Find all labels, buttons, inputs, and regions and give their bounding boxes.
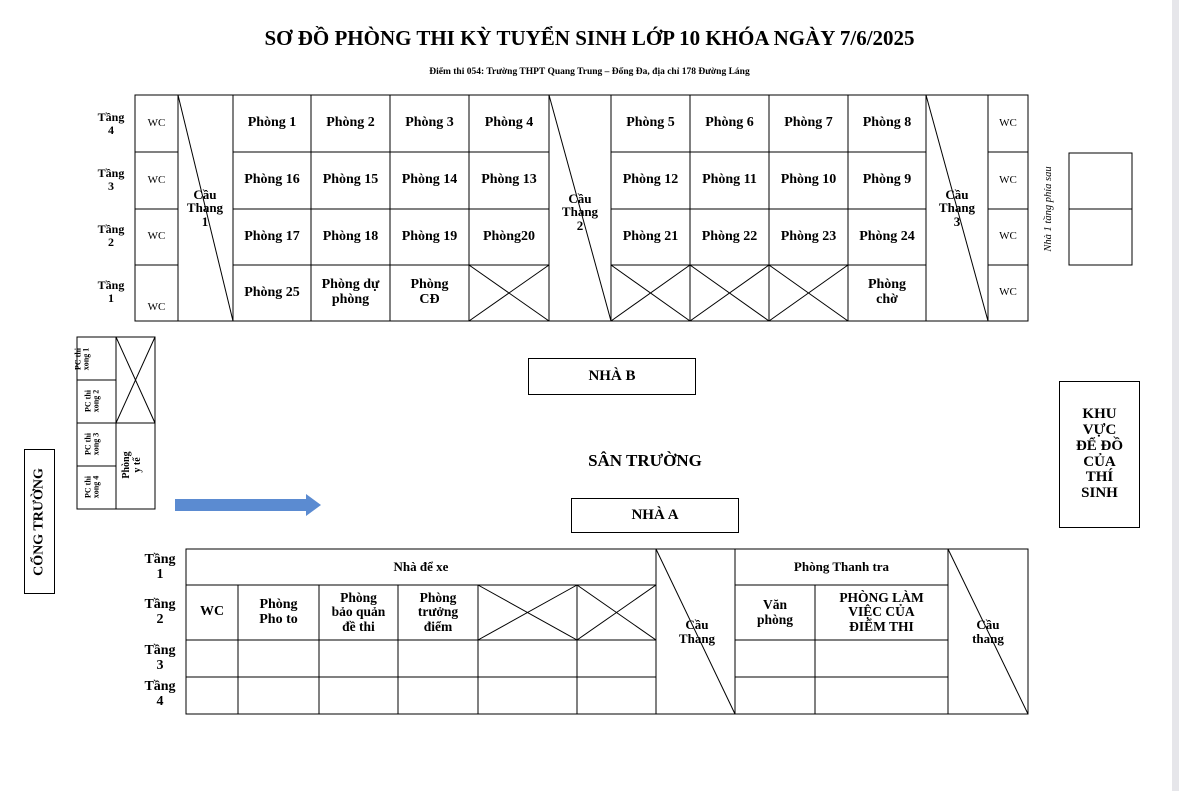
room-9: Phòng 9: [862, 172, 912, 188]
room-20: Phòng20: [482, 228, 536, 244]
room-22: Phòng 22: [701, 228, 758, 244]
room-waiting: Phòng chờ: [867, 277, 907, 307]
floor-label-b3: Tầng 3: [97, 166, 125, 193]
room-2: Phòng 2: [326, 115, 375, 131]
exam-storage-room: Phòng bảo quản đề thi: [331, 590, 386, 634]
pc-finish-1: PC thi xong 1: [73, 347, 91, 371]
building-b-outline: [134, 94, 1029, 322]
office-room: Văn phòng: [756, 597, 794, 627]
room-23: Phòng 23: [780, 228, 837, 244]
floor-label-a1: Tầng 1: [144, 552, 176, 582]
room-3: Phòng 3: [405, 115, 454, 131]
stair-2: Cầu Thang 2: [561, 190, 599, 233]
medical-room: Phòng y tế: [121, 451, 143, 479]
stair-3: Cầu Thang 3: [938, 186, 976, 229]
room-10: Phòng 10: [780, 172, 837, 188]
room-5: Phòng 5: [626, 115, 675, 131]
room-24: Phòng 24: [859, 228, 915, 244]
floor-label-b1: Tầng 1: [97, 278, 125, 305]
inspection-room: Phòng Thanh tra: [793, 559, 890, 575]
site-work-room: PHÒNG LÀM VIỆC CỦA ĐIỂM THI: [839, 590, 924, 634]
room-reserve: Phòng dự phòng: [321, 277, 380, 307]
school-gate: CỔNG TRƯỜNG: [31, 468, 47, 576]
room-25: Phòng 25: [244, 284, 300, 300]
room-19: Phòng 19: [401, 228, 458, 244]
pc-finish-3: PC thi xong 3: [83, 432, 101, 456]
floor-label-b2: Tầng 2: [97, 222, 125, 249]
wc-b3-left: WC: [147, 173, 166, 186]
wc-b3-right: WC: [999, 173, 1017, 186]
belongings-area: KHU VỰC ĐỂ ĐỒ CỦA THÍ SINH: [1059, 381, 1140, 528]
wc-b4-left: WC: [147, 116, 166, 129]
room-7: Phòng 7: [784, 115, 833, 131]
floor-label-a3: Tầng 3: [144, 643, 176, 673]
pc-finish-4: PC thi xong 4: [83, 475, 101, 499]
room-1: Phòng 1: [247, 115, 297, 131]
diagram-title: SƠ ĐỒ PHÒNG THI KỲ TUYỂN SINH LỚP 10 KHÓ…: [264, 26, 915, 50]
room-16: Phòng 16: [244, 172, 300, 188]
wc-a2: WC: [199, 604, 225, 620]
wc-b2-right: WC: [999, 230, 1017, 243]
room-8: Phòng 8: [862, 115, 912, 131]
photocopy-room: Phòng Pho to: [259, 596, 298, 627]
room-12: Phòng 12: [622, 172, 679, 188]
entrance-arrow: [175, 494, 321, 516]
room-13: Phòng 13: [481, 172, 537, 188]
stair-a-left: Cầu Thang: [678, 617, 716, 646]
parking-area: Nhà để xe: [393, 559, 449, 575]
wc-b2-left: WC: [147, 230, 166, 243]
diagram-subtitle: Điểm thi 054: Trường THPT Quang Trung – …: [429, 67, 750, 77]
room-17: Phòng 17: [244, 228, 300, 244]
pc-finish-2: PC thi xong 2: [83, 389, 101, 413]
room-4: Phòng 4: [484, 115, 534, 131]
wc-b1-right: WC: [999, 286, 1017, 299]
room-cd: Phòng CĐ: [410, 277, 449, 307]
room-11: Phòng 11: [702, 172, 757, 188]
wc-b4-right: WC: [999, 116, 1017, 129]
school-gate-box: [24, 449, 55, 594]
school-yard: SÂN TRƯỜNG: [588, 451, 702, 471]
room-15: Phòng 15: [322, 172, 379, 188]
room-21: Phòng 21: [622, 228, 679, 244]
stair-1: Cầu Thang 1: [186, 186, 224, 229]
stair-a-right: Cầu thang: [972, 617, 1004, 646]
head-of-site-room: Phòng trưởng điểm: [417, 590, 459, 634]
building-b-label: NHÀ B: [528, 358, 696, 395]
wc-b1-left: WC: [147, 301, 166, 314]
floor-label-b4: Tầng 4: [97, 110, 125, 137]
floor-label-a2: Tầng 2: [144, 597, 176, 627]
room-14: Phòng 14: [401, 172, 458, 188]
room-6: Phòng 6: [705, 115, 754, 131]
side-building-note: Nhà 1 tầng phía sau: [1043, 166, 1054, 252]
floor-label-a4: Tầng 4: [144, 679, 176, 709]
room-18: Phòng 18: [322, 228, 379, 244]
building-a-label: NHÀ A: [571, 498, 739, 533]
page-edge: [1172, 0, 1179, 791]
